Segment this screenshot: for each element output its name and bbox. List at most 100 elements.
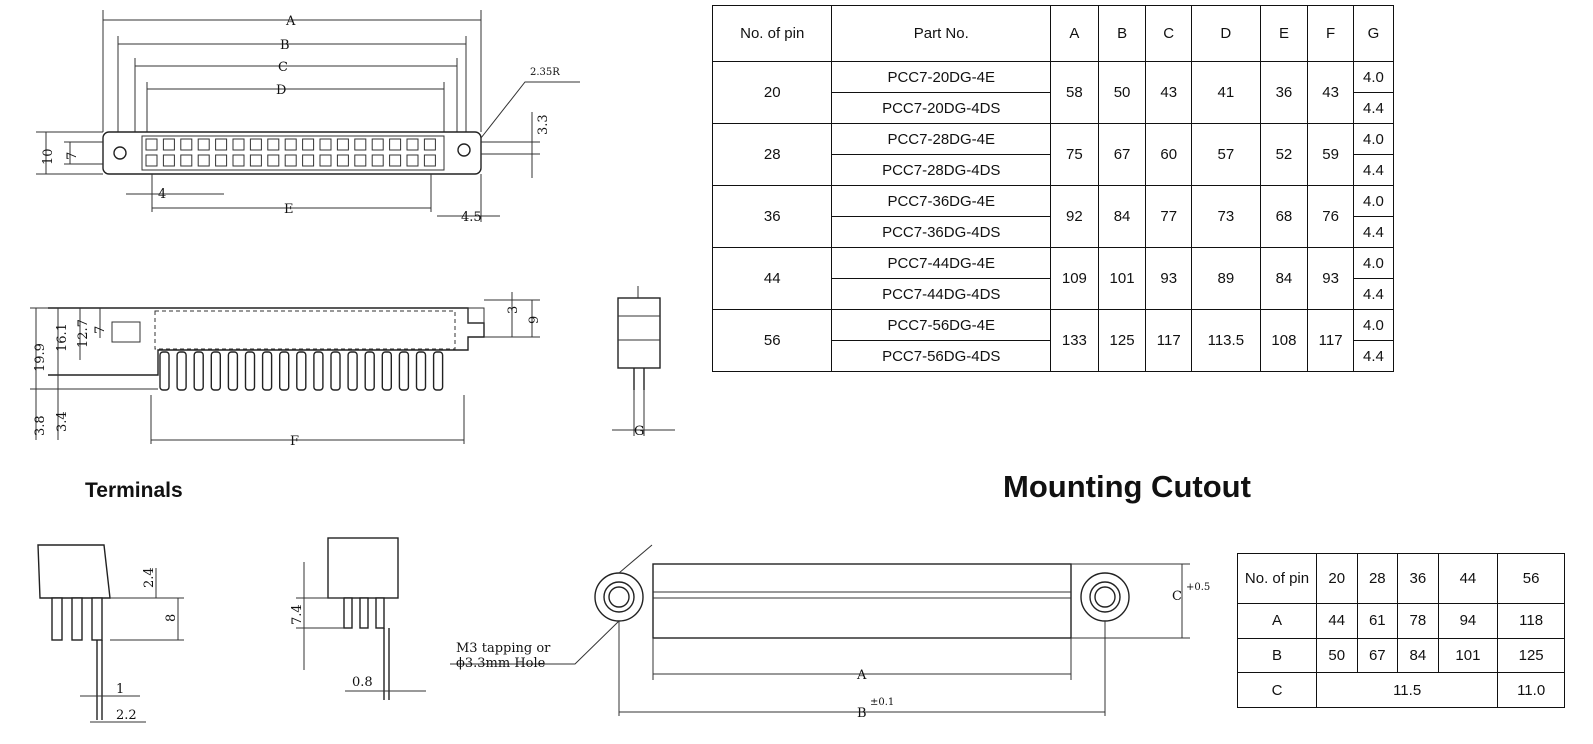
dim-e-cell: 108 (1259, 309, 1309, 372)
side-pin (261, 351, 273, 391)
dim-c-cell: 43 (1145, 61, 1193, 124)
dim-g-cell: 4.0 (1352, 61, 1395, 93)
contact-slot (354, 154, 367, 167)
mounting-cutout-heading: Mounting Cutout (1003, 469, 1251, 504)
contact-slot (371, 154, 384, 167)
dim-19-9: 19.9 (33, 343, 48, 372)
dim-e-cell: 68 (1259, 185, 1309, 248)
side-view: 19.9 16.1 12.7 7 3.8 3.4 3 9 F (30, 292, 542, 449)
contact-slot (180, 154, 193, 167)
dim-g-cell: 4.4 (1352, 216, 1395, 248)
dim-g-cell: 4.4 (1352, 92, 1395, 124)
pin-count-cell: 28 (711, 123, 833, 186)
contact-slot (145, 154, 158, 167)
dim-c-cell: 60 (1145, 123, 1193, 186)
dim-g-cell: 4.0 (1352, 123, 1395, 155)
part-number-cell: PCC7-56DG-4DS (831, 340, 1052, 372)
dim-b-cell: 84 (1097, 185, 1147, 248)
dim-side-7: 7 (93, 326, 108, 334)
dim-a-cell: 75 (1050, 123, 1099, 186)
pin-count-cell: 36 (711, 185, 833, 248)
cutout-a-44: 94 (1437, 603, 1499, 639)
cutout-dimensions-table: No. of pin 20 28 36 44 56 A 44 61 78 94 … (1237, 553, 1565, 708)
dim-f-cell: 76 (1307, 185, 1354, 248)
col-header-part-no: Part No. (831, 5, 1052, 62)
part-number-cell: PCC7-36DG-4E (831, 185, 1052, 217)
contact-slots (145, 138, 436, 167)
side-pin (347, 351, 358, 391)
pin-count-cell: 56 (711, 309, 833, 372)
dim-2-4: 2.4 (142, 567, 157, 588)
dim-e-label: E (284, 202, 294, 217)
cutout-header-56: 56 (1497, 553, 1565, 604)
contact-slot (423, 154, 436, 167)
contact-slot (284, 138, 297, 151)
side-pin (279, 351, 290, 391)
mount-hole-left (113, 146, 127, 160)
contact-slot (371, 138, 384, 151)
dim-d-cell: 57 (1191, 123, 1261, 186)
dim-3-4: 3.4 (55, 411, 70, 432)
contact-slot (302, 154, 315, 167)
contact-slot (249, 154, 262, 167)
contact-slot (423, 138, 436, 151)
dim-b-cell: 125 (1097, 309, 1147, 372)
dim-d-label: D (276, 83, 286, 98)
cutout-c-56: 11.0 (1497, 672, 1565, 708)
cutout-b-28: 67 (1356, 637, 1399, 674)
dim-g-cell: 4.4 (1352, 340, 1395, 372)
pin-count-cell: 20 (711, 61, 833, 124)
contact-slot (162, 154, 175, 167)
contact-array (141, 135, 445, 171)
dim-c-label: C (278, 60, 288, 75)
contact-slot (336, 138, 349, 151)
dim-d-cell: 89 (1191, 247, 1261, 310)
cutout-slot (652, 563, 1072, 639)
cutout-b-56: 125 (1497, 637, 1565, 674)
hole-note-line-1: M3 tapping or (456, 641, 551, 656)
cutout-dim-b: B (857, 706, 867, 721)
dim-b-cell: 101 (1097, 247, 1147, 310)
contact-slot (406, 154, 419, 167)
dim-g-cell: 4.4 (1352, 278, 1395, 310)
dim-height-7: 7 (65, 152, 80, 160)
mounting-cutout-drawing: M3 tapping or ϕ3.3mm Hole A B ±0.1 C +0.… (450, 544, 1210, 721)
contact-slot (162, 138, 175, 151)
dim-c-cell: 77 (1145, 185, 1193, 248)
cutout-dim-b-tolerance: ±0.1 (870, 697, 894, 708)
contact-slot (215, 138, 228, 151)
terminal-view-right: 7.4 0.8 (290, 537, 426, 700)
dim-radius: 2.35R (530, 67, 560, 78)
contact-slot (336, 154, 349, 167)
contact-slot (197, 154, 210, 167)
side-pin (193, 351, 204, 391)
cutout-b-20: 50 (1316, 637, 1358, 674)
cutout-row-a-label: A (1237, 603, 1317, 639)
contact-slot (267, 138, 280, 151)
cutout-b-44: 101 (1437, 637, 1499, 674)
terminal-view-left: 2.4 8 1 2.2 (37, 544, 184, 723)
col-header-pins: No. of pin (711, 5, 833, 62)
dim-0-8: 0.8 (352, 675, 373, 690)
col-header-a: A (1050, 5, 1099, 62)
end-view: G (612, 286, 675, 439)
dim-a-cell: 58 (1050, 61, 1099, 124)
side-pin (244, 351, 256, 391)
side-pin (210, 351, 222, 391)
dim-3-8: 3.8 (33, 415, 48, 436)
dim-g-cell: 4.0 (1352, 309, 1395, 341)
dim-c-cell: 117 (1145, 309, 1193, 372)
contact-slot (249, 138, 262, 151)
dim-f-cell: 93 (1307, 247, 1354, 310)
side-pin (432, 351, 444, 391)
cutout-header-pins: No. of pin (1237, 553, 1317, 604)
dim-a-label: A (285, 14, 296, 29)
cutout-c-20-44: 11.5 (1315, 672, 1499, 708)
contact-slot (180, 138, 193, 151)
col-header-d: D (1191, 5, 1261, 62)
dim-g-cell: 4.4 (1352, 154, 1395, 186)
part-number-cell: PCC7-44DG-4DS (831, 278, 1052, 310)
dim-g-cell: 4.0 (1352, 185, 1395, 217)
